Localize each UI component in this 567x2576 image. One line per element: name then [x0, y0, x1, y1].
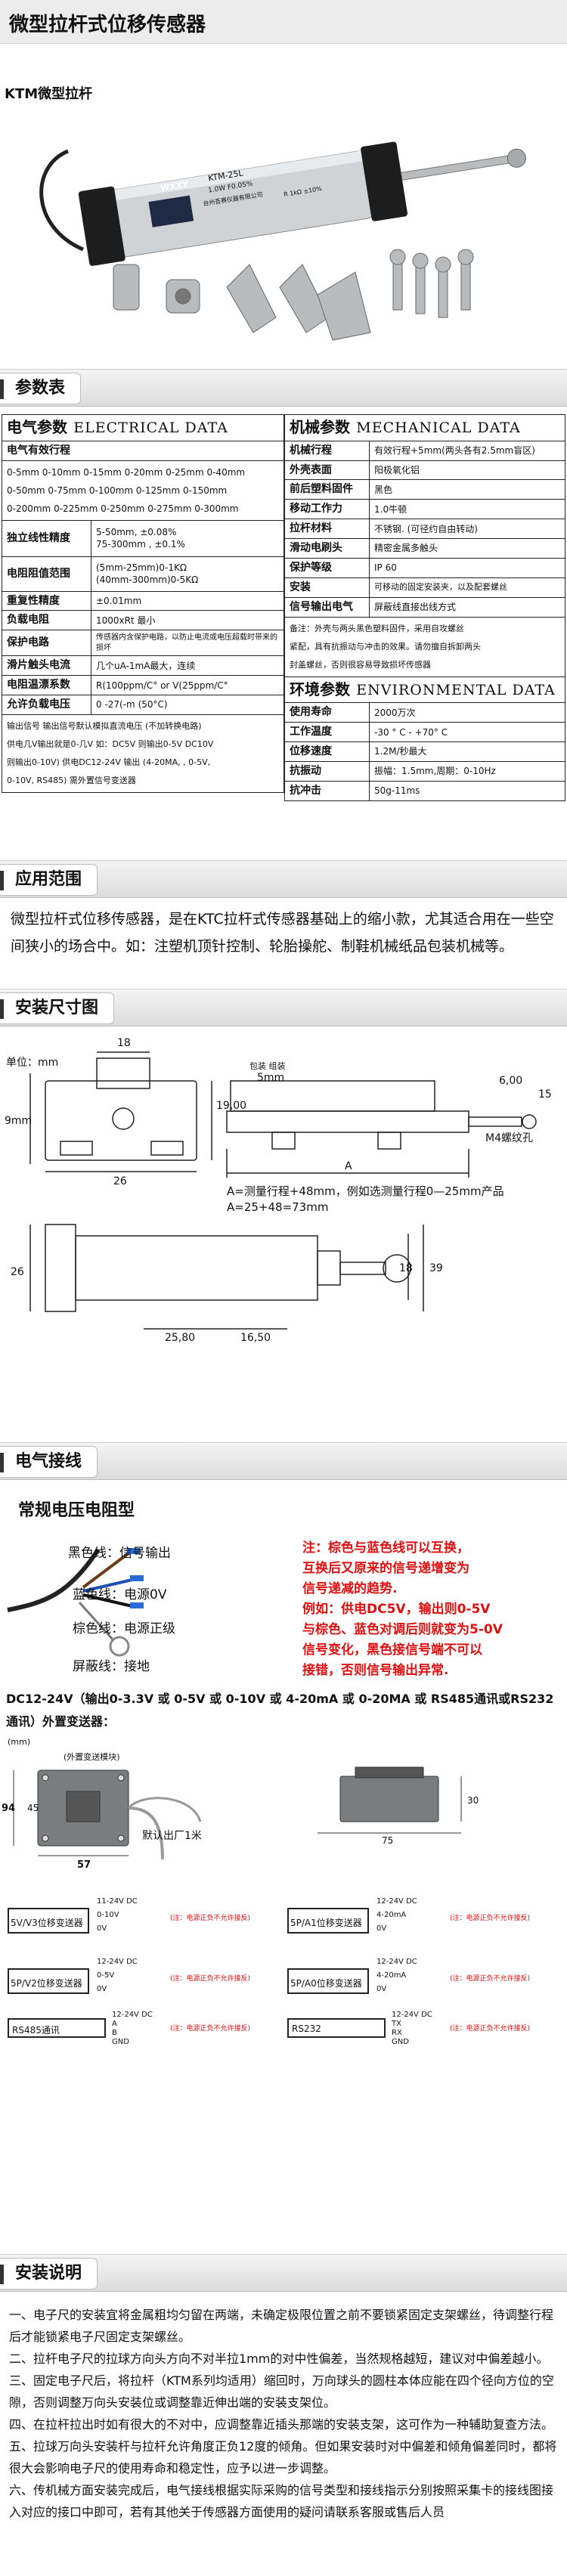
- product-subtitle: KTM微型拉杆: [5, 86, 93, 102]
- module-v3: 5V/V3位移变送器: [8, 1908, 89, 1934]
- wire-shield: 屏蔽线：接地: [73, 1659, 150, 1674]
- dim-formula-2: A=25+48=73mm: [227, 1200, 329, 1214]
- box-unit: (mm): [8, 1737, 31, 1747]
- page-title: 微型拉杆式位移传感器: [9, 14, 206, 36]
- section-wiring: 电气接线: [0, 1442, 567, 1480]
- cable-length: 默认出厂1米: [142, 1830, 202, 1842]
- box-note: (外置变送模块): [64, 1752, 120, 1762]
- install-item: 一、电子尺的安装宜将金属粗均匀留在两端，未确定极限位置之前不要锁紧固定支架螺丝，…: [9, 2308, 554, 2344]
- dim-m4: M4螺纹孔: [485, 1132, 533, 1144]
- dim-26b: 26: [11, 1266, 24, 1278]
- wire-brown: 棕色线：电源正级: [73, 1621, 175, 1636]
- electrical-table: 电气参数 ELECTRICAL DATA 电气有效行程 0-5mm 0-10mm…: [2, 414, 284, 793]
- dim-1650: 16,50: [240, 1332, 271, 1344]
- mechanical-table: 机械参数 MECHANICAL DATA 机械行程有效行程+5mm(两头各有2.…: [284, 414, 565, 801]
- dim-18: 18: [117, 1037, 131, 1049]
- box-dim-75: 75: [382, 1835, 394, 1846]
- module-group-left: 5V/V3位移变送器 11-24V DC 0-10V 0V (注：电源正负不允许…: [8, 1897, 280, 2046]
- dim-18b: 18: [399, 1262, 413, 1274]
- section-dimensions: 安装尺寸图: [0, 989, 567, 1026]
- install-item: 二、拉杆电子尺的拉球方向头方向不对半拉1mm的对中性偏差，当然规格越短，建议对中…: [9, 2352, 549, 2366]
- module-v2: 5P/V2位移变送器: [8, 1968, 89, 1994]
- dim-formula-1: A=测量行程+48mm，例如选测量行程0—25mm产品: [227, 1184, 504, 1198]
- product-photo: [39, 141, 526, 341]
- application-text: 微型拉杆式位移传感器，是在KTC拉杆式传感器基础上的缩小款，尤其适合用在一些空间…: [11, 911, 554, 955]
- module-a1: 5P/A1位移变送器: [287, 1908, 369, 1934]
- wiring-note: 注：棕色与蓝色线可以互换， 互换后又原来的信号递增变为 信号递减的趋势. 例如：…: [302, 1540, 503, 1678]
- box-dim-94: 94: [2, 1803, 16, 1814]
- dim-26: 26: [113, 1175, 127, 1187]
- install-item: 六、传机械方面安装完成后，电气接线根据实际采购的信号类型和接线指示分别按照采集卡…: [9, 2483, 554, 2519]
- box-dim-45: 45: [27, 1803, 39, 1813]
- wire-photo: [7, 1548, 144, 1657]
- box-dim-30: 30: [467, 1795, 479, 1806]
- dim-9mm: 9mm: [5, 1115, 33, 1127]
- dimension-drawing: [29, 1051, 537, 1330]
- dim-a: A: [345, 1160, 352, 1172]
- transmitter-text: DC12-24V（输出0-3.3V 或 0-5V 或 0-10V 或 4-20m…: [6, 1692, 554, 1729]
- wire-blue: 蓝色线：电源0V: [73, 1587, 167, 1602]
- install-item: 三、固定电子尺后，将拉杆（KTM系列均适用）缩回时，万向球头的圆柱本体应能在四个…: [9, 2373, 554, 2410]
- module-group-right: 5P/A1位移变送器 12-24V DC 4-20mA 0V (注：电源正负不允…: [287, 1897, 559, 2046]
- transmitter-drawing: [13, 1766, 462, 1860]
- dim-15: 15: [538, 1088, 552, 1101]
- wiring-title: 常规电压电阻型: [18, 1501, 135, 1520]
- wire-black: 黑色线：信号输出: [68, 1546, 171, 1561]
- dim-19: 19,00: [216, 1100, 247, 1112]
- module-a0: 5P/A0位移变送器: [287, 1968, 369, 1994]
- section-install: 安装说明: [0, 2254, 567, 2292]
- page-header: [0, 0, 567, 44]
- section-application: 应用范围: [0, 860, 567, 898]
- dim-unit: 单位：mm: [6, 1057, 59, 1069]
- module-rs232: RS232: [287, 2018, 386, 2038]
- module-rs485: RS485通讯: [8, 2018, 106, 2038]
- install-list: 一、电子尺的安装宜将金属粗均匀留在两端，未确定极限位置之前不要锁紧固定支架螺丝，…: [9, 2304, 558, 2523]
- section-params: 参数表: [0, 369, 567, 407]
- dim-calib: 包装 组装: [249, 1061, 286, 1071]
- dim-2580: 25,80: [165, 1332, 196, 1344]
- install-item: 五、拉球万向头安装杆与拉杆允许角度正负12度的倾角。但如果安装时对中偏差和倾角偏…: [9, 2439, 557, 2475]
- dim-39: 39: [429, 1262, 443, 1274]
- dim-6: 6,00: [499, 1075, 523, 1087]
- install-item: 四、在拉杆拉出时如有很大的不对中，应调整靠近插头那端的安装支架，这可作为一种辅助…: [9, 2417, 554, 2432]
- box-dim-57: 57: [77, 1859, 91, 1871]
- dim-5mm: 5mm: [257, 1072, 285, 1084]
